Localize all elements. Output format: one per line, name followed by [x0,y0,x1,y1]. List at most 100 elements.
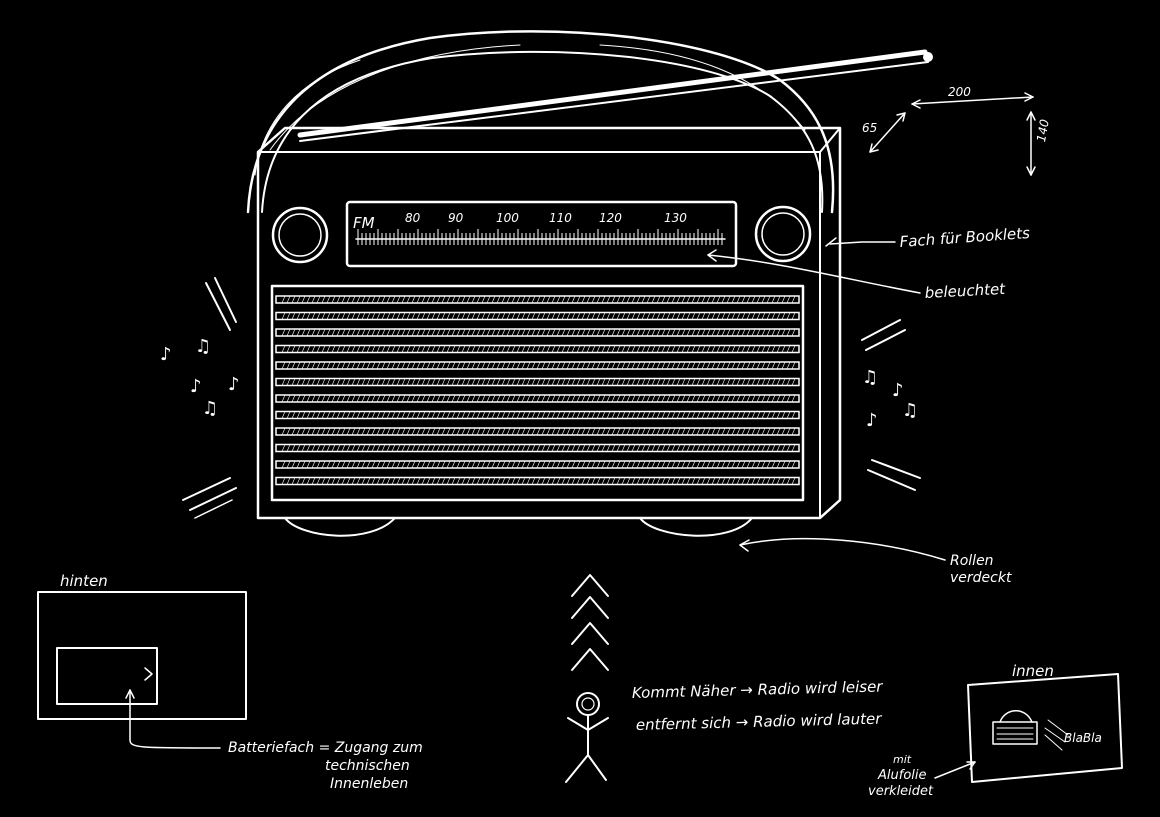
grille-hatch [731,328,736,337]
grille-hatch [596,378,601,386]
grille-hatch [286,378,291,386]
grille-hatch [656,295,661,304]
grille-hatch [331,361,336,370]
grille-hatch [621,345,626,353]
grille-hatch [566,394,571,403]
grille-hatch [291,312,296,320]
grille-hatch [341,328,346,337]
grille-hatch [356,312,361,320]
grille-hatch [651,444,656,452]
grille-hatch [541,477,546,485]
grille-hatch [606,345,611,353]
grille-hatch [651,477,656,485]
grille-hatch [486,312,491,320]
grille-hatch [581,427,586,436]
grille-hatch [666,295,671,304]
grille-hatch [326,444,331,452]
grille-hatch [356,394,361,403]
grille-hatch [651,427,656,436]
grille-hatch [306,444,311,452]
grille-hatch [671,328,676,337]
grille-hatch [406,460,411,469]
grille-hatch [566,460,571,469]
grille-hatch [766,394,771,403]
grille-hatch [311,361,316,370]
grille-hatch [706,460,711,469]
grille-hatch [696,394,701,403]
grille-hatch [741,295,746,304]
grille-hatch [786,378,791,386]
grille-hatch [776,394,781,403]
grille-hatch [326,345,331,353]
grille-hatch [741,477,746,485]
grille-hatch [746,427,751,436]
grille-hatch [521,411,526,419]
grille-hatch [306,312,311,320]
annotation-illuminated: beleuchtet [707,249,1007,302]
grille-hatch [421,345,426,353]
grille-hatch [371,295,376,304]
grille-hatch [681,295,686,304]
grille-hatch [726,328,731,337]
grille-hatch [731,394,736,403]
grille-hatch [731,361,736,370]
grille-hatch [621,295,626,304]
grille-hatch [511,444,516,452]
grille-hatch [761,460,766,469]
grille-hatch [601,427,606,436]
grille-hatch [726,477,731,485]
grille-hatch [411,345,416,353]
grille-hatch [536,295,541,304]
grille-hatch [741,312,746,320]
grille-hatch [496,312,501,320]
grille-hatch [586,361,591,370]
grille-hatch [576,394,581,403]
grille-hatch [421,460,426,469]
grille-hatch [716,312,721,320]
grille-hatch [426,345,431,353]
grille-hatch [321,345,326,353]
grille-hatch [466,477,471,485]
grille-hatch [671,295,676,304]
grille-hatch [361,328,366,337]
grille-hatch [416,312,421,320]
grille-hatch [301,295,306,304]
wheels [284,517,753,537]
grille-hatch [311,345,316,353]
grille-hatch [421,361,426,370]
grille-hatch [351,312,356,320]
grille-hatch [441,345,446,353]
music-notes: ♪ ♫ ♪ ♪ ♫ ♫ ♪ ♪ ♫ [160,336,918,431]
grille-hatch [591,411,596,419]
grille-hatch [671,394,676,403]
grille-hatch [316,312,321,320]
grille-hatch [671,345,676,353]
grille-hatch [516,444,521,452]
dial-tick-130: 130 [664,211,687,225]
grille-hatch [686,361,691,370]
grille-hatch [496,444,501,452]
grille-hatch [346,394,351,403]
grille-hatch [406,361,411,370]
foil-label-line1: mit [893,753,912,766]
grille-hatch [471,460,476,469]
grille-hatch [516,394,521,403]
grille-hatch [621,312,626,320]
grille-hatch [741,328,746,337]
grille-hatch [541,361,546,370]
grille-hatch [596,411,601,419]
grille-hatch [751,427,756,436]
grille-hatch [501,378,506,386]
grille-hatch [491,444,496,452]
grille-hatch [591,295,596,304]
grille-hatch [786,477,791,485]
grille-hatch [641,444,646,452]
grille-hatch [326,460,331,469]
grille-hatch [546,394,551,403]
grille-hatch [766,411,771,419]
grille-hatch [401,328,406,337]
grille-hatch [526,312,531,320]
grille-hatch [426,312,431,320]
grille-hatch [536,312,541,320]
grille-hatch [601,444,606,452]
